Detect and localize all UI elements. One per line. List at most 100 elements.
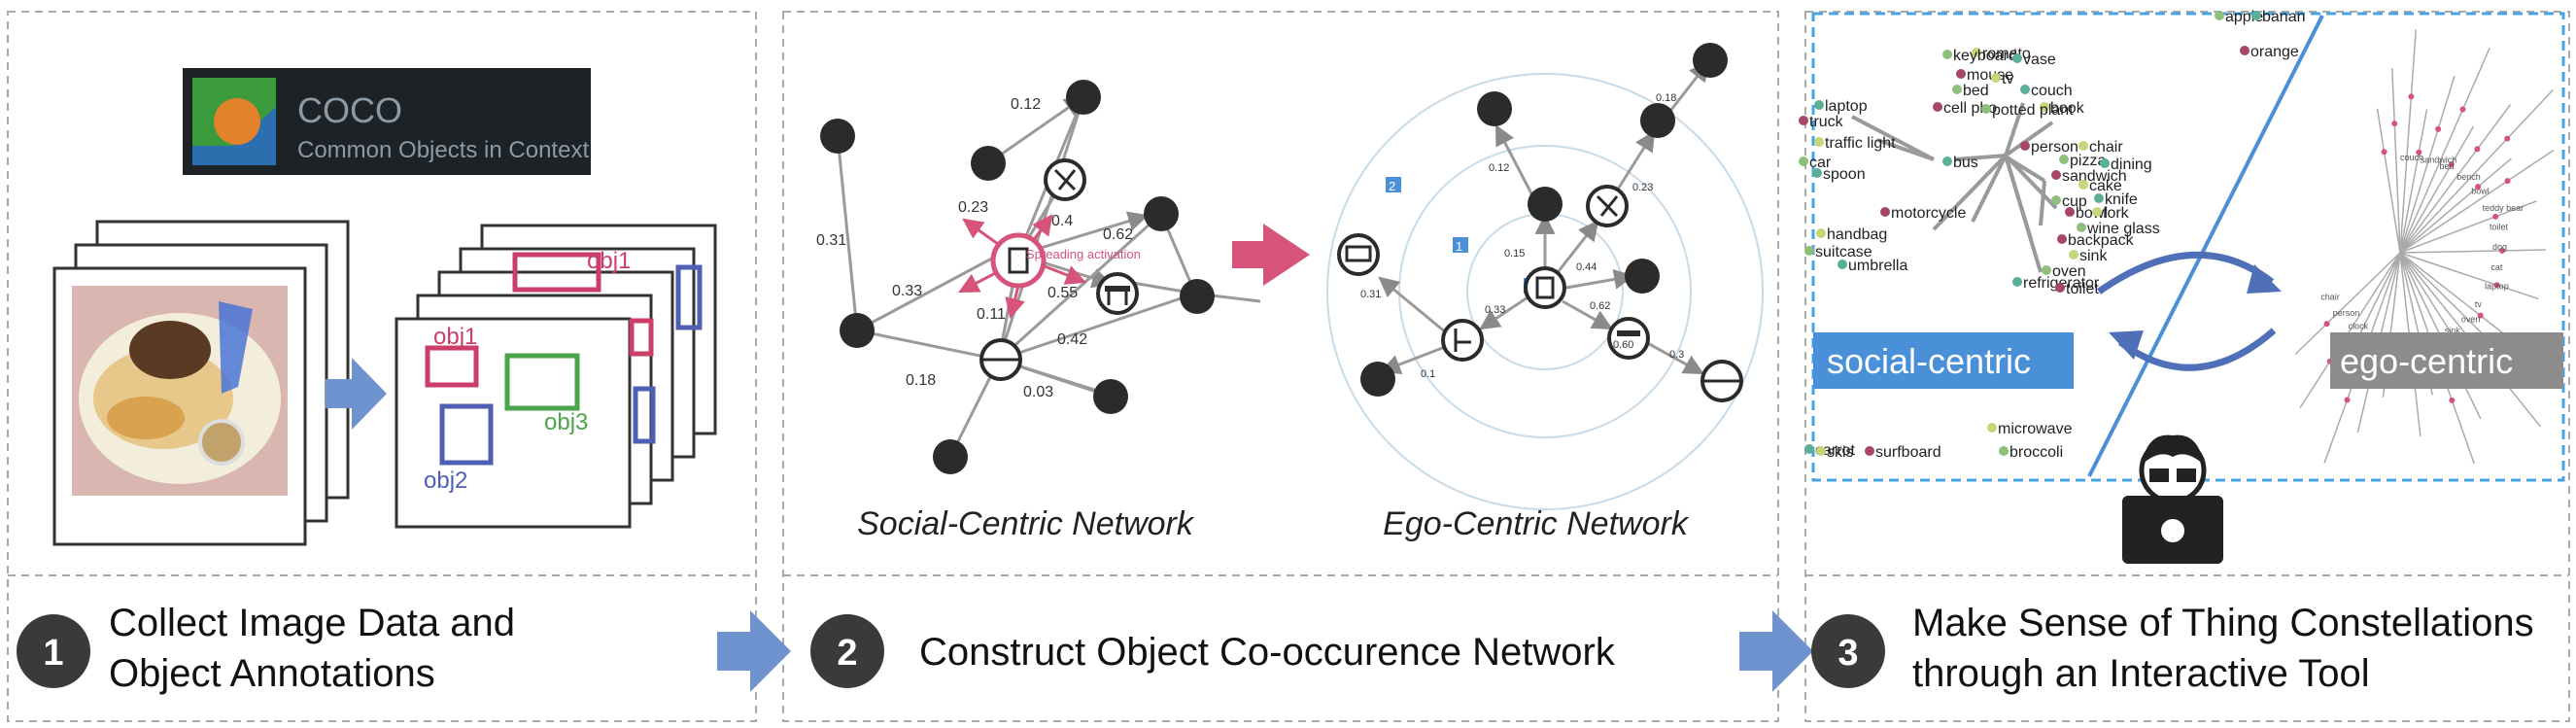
word-node-label[interactable]: truck: [1809, 114, 1844, 130]
word-node-label[interactable]: knife: [2105, 191, 2138, 208]
radial-node[interactable]: [2381, 149, 2387, 156]
word-node-label[interactable]: backpack: [2068, 232, 2135, 249]
bbox-obj2: [439, 403, 494, 466]
word-node-label[interactable]: spoon: [1823, 166, 1866, 183]
radial-node[interactable]: [2477, 312, 2484, 319]
weight-label: 0.62: [1590, 300, 1610, 312]
step-2: 2 Construct Object Co-occurence Network: [810, 614, 1616, 688]
word-node-label[interactable]: tv: [2002, 71, 2013, 87]
word-node-label[interactable]: sandwich: [2062, 168, 2127, 185]
radial-node[interactable]: [2474, 146, 2481, 153]
radial-branch: [2299, 252, 2401, 409]
word-node-label[interactable]: umbrella: [1848, 258, 1907, 274]
word-node-label[interactable]: person: [2031, 139, 2078, 156]
panel-3-frame: [1804, 11, 2570, 722]
radial-node[interactable]: [2449, 397, 2456, 403]
node: [1693, 43, 1728, 78]
word-node-label[interactable]: vase: [2023, 52, 2056, 68]
social-weights: 0.12 0.23 0.4 0.62 0.31 0.33 0.11 0.55 0…: [816, 96, 1141, 400]
node: [1093, 379, 1128, 414]
word-node-label[interactable]: cup: [2062, 193, 2087, 210]
ego-centric-label-text: ego-centric: [2340, 341, 2513, 381]
word-node-dot: [2051, 195, 2061, 205]
chair-node: [1441, 319, 1484, 362]
word-node-dot: [2100, 158, 2110, 168]
table-node: [1337, 233, 1380, 276]
radial-word-label: bowl: [2471, 186, 2490, 195]
radial-node[interactable]: [2459, 106, 2466, 113]
radial-node[interactable]: [2344, 397, 2351, 403]
word-node-label[interactable]: laptop: [1825, 98, 1868, 115]
radial-node[interactable]: [2493, 282, 2500, 289]
word-node-dot: [1814, 137, 1824, 147]
panel-borders: [7, 11, 2570, 722]
word-node-label[interactable]: car: [1809, 155, 1832, 171]
word-node-dot: [2020, 141, 2030, 151]
radial-node[interactable]: [2492, 213, 2499, 220]
ego-network-nodes: [1337, 43, 1743, 402]
word-node-label[interactable]: handbag: [1827, 226, 1887, 243]
word-node-label[interactable]: skis: [1827, 444, 1854, 461]
word-node-dot: [1942, 156, 1952, 166]
word-node-label[interactable]: broccoli: [2009, 444, 2063, 461]
word-node-label[interactable]: potted plant: [1992, 102, 2074, 119]
photo-stack: [52, 220, 350, 546]
radial-node[interactable]: [2408, 93, 2415, 100]
radial-node[interactable]: [2435, 125, 2442, 132]
word-node-label[interactable]: book: [2050, 100, 2085, 117]
word-node-label[interactable]: sink: [2079, 248, 2108, 264]
word-node-label[interactable]: motorcycle: [1891, 205, 1966, 222]
word-node-dot: [2012, 277, 2022, 287]
word-node-label[interactable]: oven: [2052, 263, 2086, 280]
weight-label: 0.1: [1421, 368, 1435, 380]
word-node-label[interactable]: banan: [2262, 9, 2306, 25]
node: [820, 119, 855, 154]
word-node-label[interactable]: couch: [2031, 83, 2073, 99]
word-node-dot: [2012, 53, 2022, 63]
ring-level-badges: 2 1 0: [1386, 177, 1539, 295]
radial-node[interactable]: [2475, 184, 2482, 191]
radial-word-label: oven: [2461, 314, 2481, 324]
panel-2-network: 0.12 0.23 0.4 0.62 0.31 0.33 0.11 0.55 0…: [816, 43, 1764, 542]
ring-label: 1: [1456, 239, 1462, 254]
word-node-label[interactable]: fork: [2103, 205, 2130, 222]
ego-weights: 0.18 0.12 0.23 0.15 0.44 0.31 0.33 0.62 …: [1360, 92, 1684, 380]
radial-node[interactable]: [2504, 178, 2511, 185]
word-node-label[interactable]: suitcase: [1815, 244, 1872, 260]
word-node-label[interactable]: orange: [2250, 44, 2299, 60]
word-node-label[interactable]: mouse: [1967, 67, 2013, 84]
word-node-label[interactable]: bed: [1963, 83, 1989, 99]
word-node-label[interactable]: surfboard: [1875, 444, 1941, 461]
weight-label: 0.60: [1613, 339, 1633, 351]
radial-branch: [2399, 47, 2490, 254]
radial-word-label: sandwich: [2421, 155, 2457, 164]
word-node-dot: [1799, 156, 1808, 166]
panel-2-frame: [782, 11, 1779, 722]
word-node-label[interactable]: microwave: [1998, 421, 2073, 437]
radial-node[interactable]: [2504, 135, 2511, 142]
radial-node[interactable]: [2416, 149, 2422, 156]
radial-node[interactable]: [2498, 247, 2505, 254]
radial-word-label: teddy bear: [2483, 203, 2524, 213]
word-node-label[interactable]: carrot: [1815, 442, 1855, 459]
word-node-label[interactable]: wine glass: [2086, 221, 2160, 237]
word-node-label[interactable]: pizza: [2070, 153, 2106, 169]
word-node-label[interactable]: chair: [2089, 139, 2123, 156]
word-node-label[interactable]: traffic light: [1825, 135, 1896, 152]
word-node-label[interactable]: keyboard: [1953, 48, 2017, 64]
radial-branch: [2399, 200, 2537, 254]
radial-node[interactable]: [2323, 321, 2330, 328]
word-node-label[interactable]: toilet: [2066, 281, 2099, 297]
word-node-dot: [2215, 11, 2224, 20]
word-node-label[interactable]: bus: [1953, 155, 1978, 171]
radial-branch: [2399, 125, 2474, 254]
word-node-label[interactable]: dining: [2111, 156, 2152, 173]
social-centric-label: social-centric: [1813, 332, 2074, 389]
node: [1625, 259, 1660, 294]
word-node-label[interactable]: cake: [2089, 178, 2122, 194]
ego-centric-caption: Ego-Centric Network: [1383, 505, 1690, 542]
radial-node[interactable]: [2391, 121, 2398, 127]
radial-node[interactable]: [2448, 161, 2455, 168]
word-node-dot: [1972, 48, 1981, 57]
